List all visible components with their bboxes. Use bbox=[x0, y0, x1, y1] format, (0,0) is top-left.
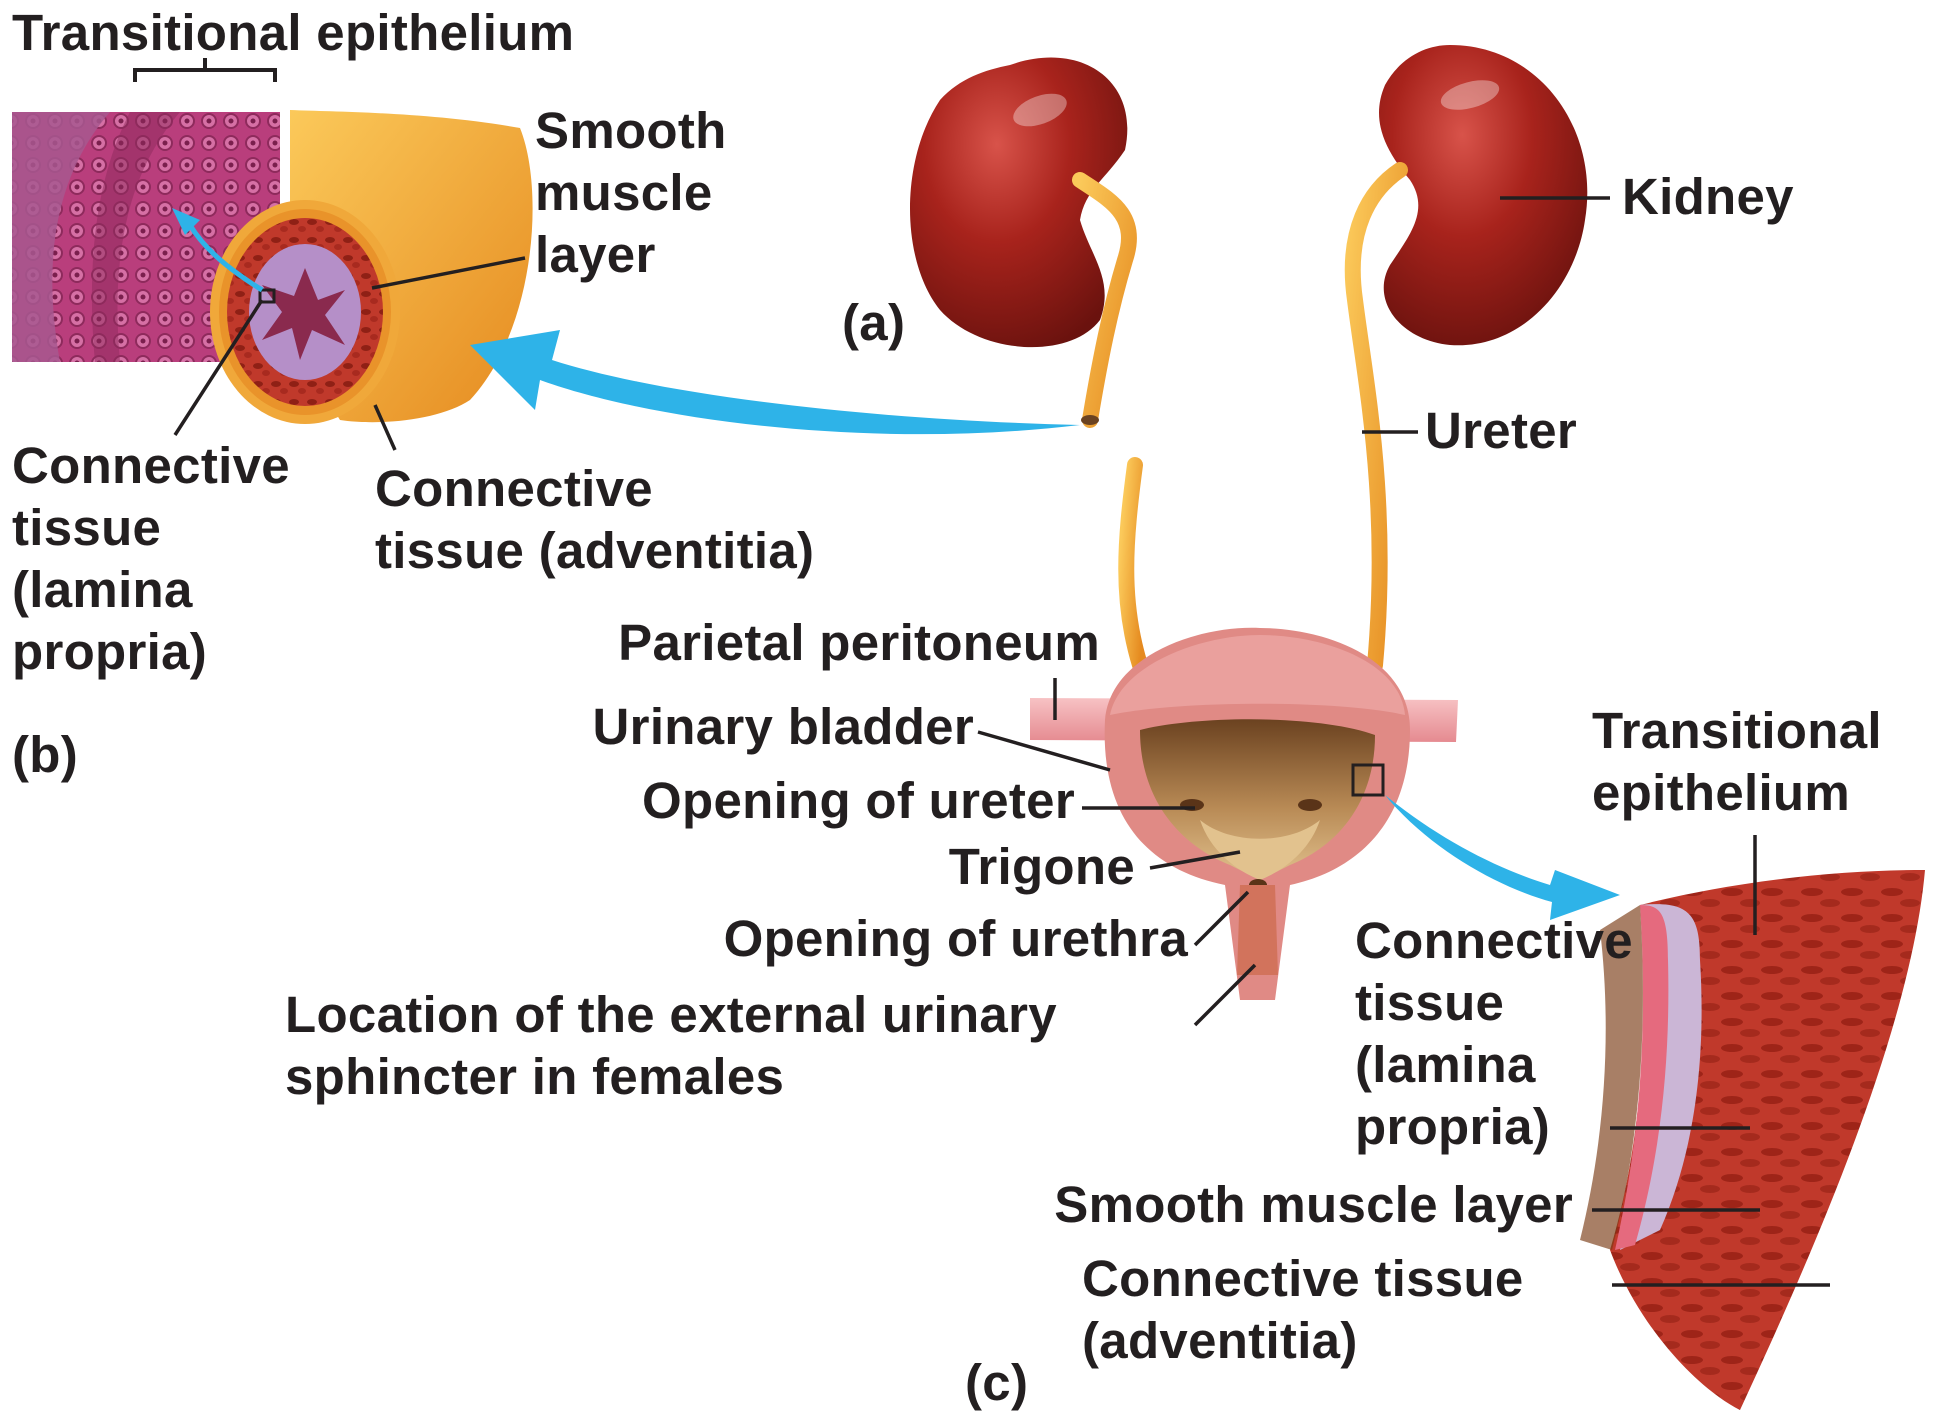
left-kidney bbox=[910, 57, 1128, 348]
left-ureter-lower bbox=[1118, 457, 1148, 673]
zoom-arrow-a-to-b bbox=[470, 330, 1080, 435]
zoom-arrow-b bbox=[187, 223, 264, 293]
label-smooth-muscle-c: Smooth muscle layer bbox=[1054, 1176, 1573, 1233]
leader-trigone bbox=[1149, 850, 1241, 870]
zoom-arrowhead-b bbox=[172, 208, 200, 235]
leader-bladder bbox=[977, 730, 1111, 772]
right-ureter bbox=[1344, 162, 1408, 673]
label-adventitia-b: Connective tissue (adventitia) bbox=[375, 460, 815, 579]
label-panel-c: (c) bbox=[965, 1354, 1029, 1411]
left-ureter-cut-end bbox=[1081, 415, 1099, 425]
zoom-arrow-c bbox=[1385, 795, 1620, 920]
label-panel-b: (b) bbox=[12, 726, 79, 783]
label-transitional-epithelium-b: Transitional epithelium bbox=[12, 4, 575, 61]
left-kidney-highlight bbox=[1013, 93, 1067, 127]
leader-lamina-b bbox=[173, 299, 264, 436]
leader-sphincter bbox=[1193, 963, 1257, 1027]
label-urinary-bladder: Urinary bladder bbox=[592, 698, 974, 755]
wall-section-shadow bbox=[1580, 905, 1643, 1250]
leader-urethra-opening bbox=[1193, 890, 1250, 947]
label-opening-of-urethra: Opening of urethra bbox=[723, 910, 1188, 967]
label-kidney: Kidney bbox=[1622, 168, 1794, 225]
zoom-box-b bbox=[258, 288, 276, 304]
epithelium-basal-layer bbox=[12, 112, 110, 362]
right-kidney-highlight bbox=[1440, 80, 1500, 110]
label-adventitia-c: Connective tissue (adventitia) bbox=[1082, 1250, 1524, 1369]
right-kidney bbox=[1379, 45, 1588, 346]
urethra bbox=[1237, 885, 1278, 975]
label-smooth-muscle-b: Smooth muscle layer bbox=[535, 102, 727, 283]
label-lamina-propria-c: Connective tissue (lamina propria) bbox=[1355, 912, 1633, 1155]
epithelium-dark-band bbox=[91, 112, 180, 362]
label-parietal-peritoneum: Parietal peritoneum bbox=[618, 614, 1100, 671]
label-trigone: Trigone bbox=[948, 838, 1135, 895]
label-opening-of-ureter: Opening of ureter bbox=[642, 772, 1075, 829]
label-panel-a: (a) bbox=[842, 294, 906, 351]
label-transitional-epithelium-c: Transitional epithelium bbox=[1592, 702, 1882, 821]
transitional-epithelium-layer bbox=[1615, 905, 1669, 1250]
bladder-lumen bbox=[1140, 719, 1375, 880]
ureter-opening-right bbox=[1298, 799, 1322, 811]
leader-adventitia-b bbox=[373, 404, 397, 451]
bladder-dome bbox=[1110, 635, 1405, 715]
ureter-lumen bbox=[262, 268, 345, 360]
label-lamina-propria-b: Connective tissue (lamina propria) bbox=[12, 437, 290, 680]
leader-smooth-muscle-b bbox=[371, 256, 526, 290]
leader-lines bbox=[173, 196, 1830, 1287]
transitional-epithelium-bracket bbox=[133, 58, 277, 82]
left-ureter-upper bbox=[1072, 172, 1137, 428]
zoom-box-c bbox=[1351, 763, 1385, 797]
label-external-sphincter: Location of the external urinary sphinct… bbox=[285, 986, 1057, 1105]
label-ureter: Ureter bbox=[1425, 402, 1578, 459]
trigone-region bbox=[1200, 820, 1320, 880]
